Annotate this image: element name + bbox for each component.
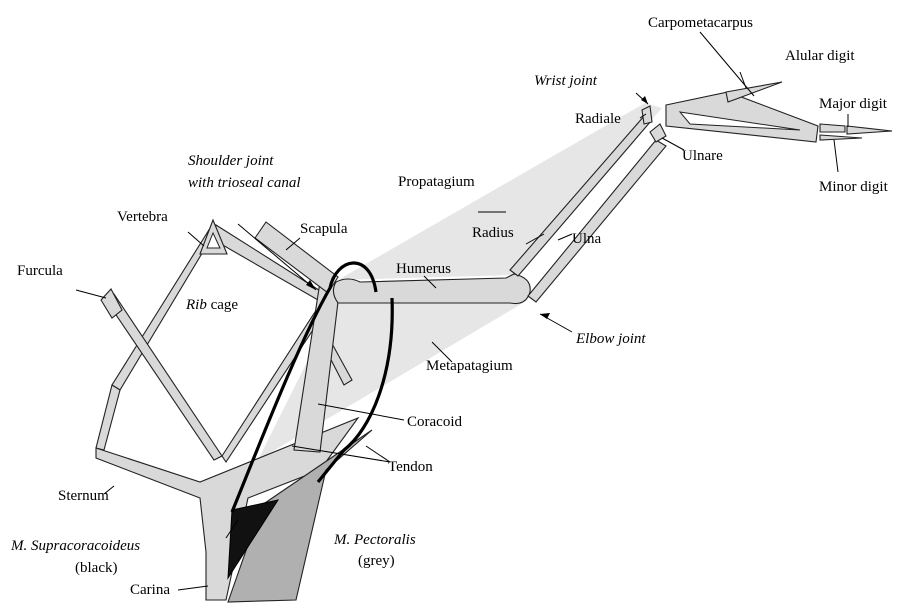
label-shoulder-joint: Shoulder joint	[188, 153, 274, 169]
label-radius: Radius	[472, 225, 514, 241]
label-black: (black)	[75, 560, 117, 576]
label-humerus: Humerus	[396, 261, 451, 277]
label-sternum: Sternum	[58, 488, 109, 504]
label-wrist-joint: Wrist joint	[534, 73, 598, 89]
label-grey: (grey)	[358, 553, 395, 569]
label-coracoid: Coracoid	[407, 414, 462, 430]
label-metapatagium: Metapatagium	[426, 358, 513, 374]
radiale	[642, 106, 652, 124]
label-carpometacarpus: Carpometacarpus	[648, 15, 753, 31]
label-major-digit: Major digit	[819, 96, 888, 112]
label-vertebra: Vertebra	[117, 209, 168, 225]
label-scapula: Scapula	[300, 221, 348, 237]
label-tendon: Tendon	[388, 459, 433, 475]
label-minor-digit: Minor digit	[819, 179, 889, 195]
alular-digit	[726, 82, 782, 102]
minor-digit	[820, 135, 862, 140]
label-rib: Rib	[185, 297, 207, 313]
major-digit	[820, 124, 845, 132]
label-elbow-joint: Elbow joint	[575, 331, 646, 347]
label-cage: cage	[207, 297, 239, 313]
label-furcula: Furcula	[17, 263, 63, 279]
label-carina: Carina	[130, 582, 170, 598]
label-alular-digit: Alular digit	[785, 48, 855, 64]
label-ulna: Ulna	[572, 231, 602, 247]
label-propatagium: Propatagium	[398, 174, 475, 190]
label-radiale: Radiale	[575, 111, 621, 127]
label-ulnare: Ulnare	[682, 148, 723, 164]
label-m-pectoralis: M. Pectoralis	[333, 532, 416, 548]
label-rib-cage: Rib cage	[185, 297, 238, 313]
label-m-supracoracoideus: M. Supracoracoideus	[10, 538, 140, 554]
label-shoulder-joint-canal: with trioseal canal	[188, 175, 301, 191]
